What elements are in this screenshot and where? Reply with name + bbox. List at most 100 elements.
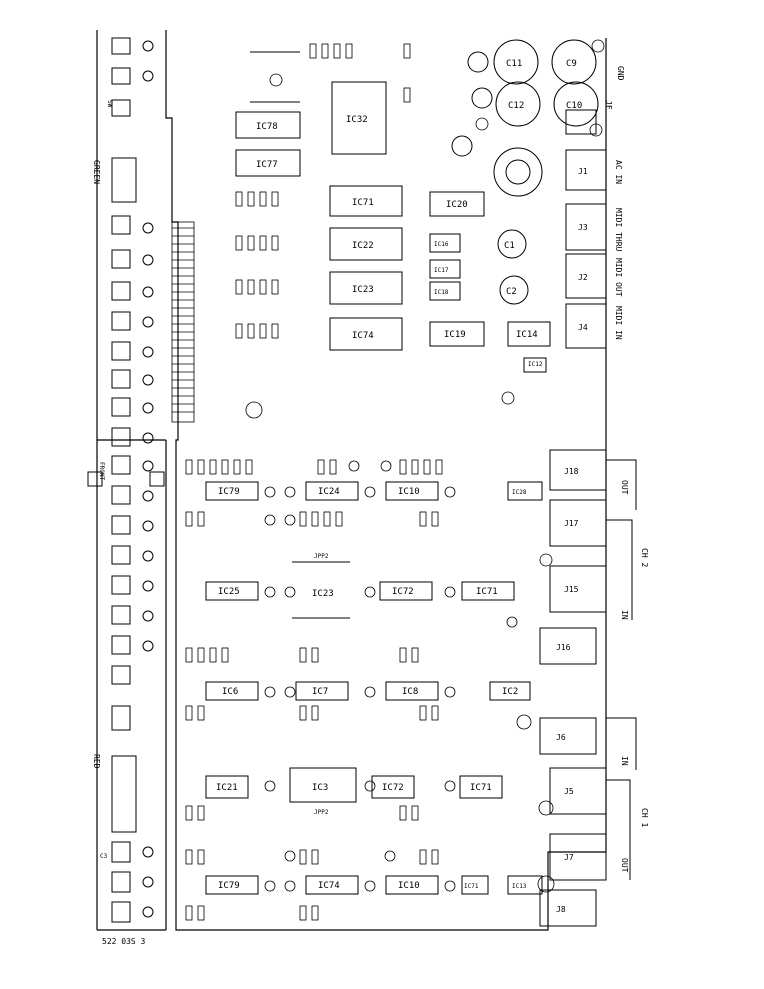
label-j3: J3 — [578, 223, 588, 232]
label-ic71d: IC71 — [464, 883, 479, 890]
label-ic13: IC13 — [512, 883, 527, 890]
label-ic25: IC25 — [218, 587, 240, 597]
label-red: RED — [92, 754, 101, 769]
label-ic28: IC28 — [512, 489, 527, 496]
label-j1: J1 — [578, 167, 588, 176]
label-ac-in: AC IN — [614, 160, 623, 184]
left-labels: GREEN RED SW FRONT 522 03S 3 — [92, 100, 146, 946]
label-green: GREEN — [92, 160, 101, 184]
label-ic74: IC74 — [352, 331, 374, 341]
label-j2: J2 — [578, 273, 588, 282]
label-c2: C2 — [506, 287, 517, 297]
label-ic74b: IC74 — [318, 881, 340, 891]
connector-j3 — [565, 203, 607, 251]
label-ic21: IC21 — [216, 783, 238, 793]
label-part-number: 522 03S 3 — [102, 937, 146, 946]
ic77-body — [235, 149, 301, 177]
label-ic8: IC8 — [402, 687, 418, 697]
front-panel-column — [87, 37, 165, 923]
edge-labels: GND JF AC IN MIDI THRU MIDI OUT MIDI IN … — [604, 66, 649, 873]
connector-j2 — [565, 253, 607, 299]
label-ic72: IC72 — [392, 587, 414, 597]
label-ic22: IC22 — [352, 241, 374, 251]
connector-j4 — [565, 303, 607, 349]
label-c12: C12 — [508, 101, 524, 111]
lower-ics — [205, 481, 543, 895]
label-j18: J18 — [564, 467, 579, 476]
label-ic12: IC12 — [528, 361, 543, 368]
connector-labels: J1 J3 J2 J4 J18 J17 J15 J16 J6 J5 J7 J8 — [556, 167, 588, 914]
label-sw: SW — [106, 100, 113, 108]
jack-j17 — [549, 499, 607, 547]
upper-ics — [235, 51, 551, 373]
ribbon-header — [171, 221, 195, 423]
label-j8: J8 — [556, 905, 566, 914]
label-ic23b: IC23 — [312, 589, 334, 599]
label-ic710: IC10 — [398, 487, 420, 497]
label-c10: C10 — [566, 101, 582, 111]
label-ic3: IC3 — [312, 783, 328, 793]
ic-row1-body — [329, 185, 403, 217]
label-jf: JF — [604, 100, 613, 110]
electrolytic-capacitors — [451, 39, 599, 305]
ic-row2-body — [329, 227, 403, 261]
label-ic19: IC19 — [444, 330, 466, 340]
label-ic79b: IC79 — [218, 881, 240, 891]
label-ic20: IC20 — [446, 200, 468, 210]
label-gnd: GND — [616, 66, 625, 81]
label-ic78: IC78 — [256, 122, 278, 132]
jack-j6 — [539, 717, 597, 755]
label-front: FRONT — [98, 462, 105, 480]
jack-j16 — [539, 627, 597, 665]
label-ic72b: IC72 — [382, 783, 404, 793]
label-ic71b: IC71 — [476, 587, 498, 597]
label-ic71: IC71 — [352, 198, 374, 208]
label-midi-in: MIDI IN — [614, 306, 623, 340]
board-outline — [96, 30, 607, 931]
jack-j18 — [549, 449, 607, 491]
jack-j5 — [549, 767, 607, 815]
circular-components — [245, 39, 605, 893]
label-j6: J6 — [556, 733, 566, 742]
jack-j7 — [549, 833, 607, 881]
connector-j1 — [565, 149, 607, 191]
ic-row3-body — [329, 271, 403, 305]
label-c9: C9 — [566, 59, 577, 69]
label-j17: J17 — [564, 519, 579, 528]
ic78-body — [235, 111, 301, 139]
label-ic7: IC7 — [312, 687, 328, 697]
label-ic18: IC18 — [434, 289, 449, 296]
label-ic17: IC17 — [434, 267, 449, 274]
ic-row4-body — [329, 317, 403, 351]
label-ch2-out: OUT — [620, 480, 629, 495]
label-c11: C11 — [506, 59, 522, 69]
label-ic24: IC24 — [318, 487, 340, 497]
ic32-body — [331, 81, 387, 155]
jumper-labels: JPP2 JPP2 — [314, 553, 329, 816]
label-ch1-in: IN — [620, 756, 629, 766]
label-jpp2-lower: JPP2 — [314, 809, 329, 816]
jack-j8 — [539, 889, 597, 927]
label-ic77: IC77 — [256, 160, 278, 170]
lower-jacks — [539, 449, 637, 927]
label-ic6: IC6 — [222, 687, 238, 697]
passive-components — [185, 43, 443, 921]
label-ch2-in: IN — [620, 610, 629, 620]
label-ic23: IC23 — [352, 285, 374, 295]
label-c3: C3 — [100, 853, 108, 860]
label-ic32: IC32 — [346, 115, 368, 125]
label-ic710b: IC10 — [398, 881, 420, 891]
label-ic16: IC16 — [434, 241, 449, 248]
chip-labels: IC32 IC78 IC77 IC71 IC22 IC23 IC74 IC20 … — [216, 115, 543, 891]
label-ch1-out: OUT — [620, 858, 629, 873]
label-j5: J5 — [564, 787, 574, 796]
label-j4: J4 — [578, 323, 588, 332]
label-ch2: CH 2 — [640, 548, 649, 567]
label-midi-out: MIDI OUT — [614, 258, 623, 297]
label-c1: C1 — [504, 241, 515, 251]
label-j16: J16 — [556, 643, 571, 652]
label-ic14: IC14 — [516, 330, 538, 340]
label-ch1: CH 1 — [640, 808, 649, 827]
jack-j15 — [549, 565, 607, 613]
label-ic71c: IC71 — [470, 783, 492, 793]
